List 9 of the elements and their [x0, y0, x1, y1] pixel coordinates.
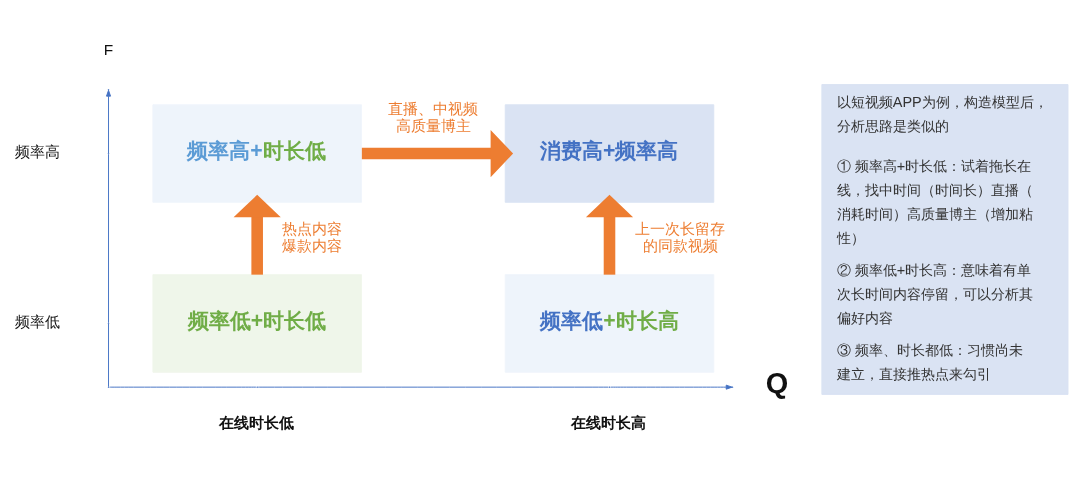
edge-label: 热点内容爆款内容 — [282, 219, 343, 254]
label: 频率高 — [14, 143, 60, 161]
edge-label: 上一次长留存的同款视频 — [635, 219, 726, 254]
label: Q — [765, 367, 789, 400]
label: F — [103, 40, 114, 58]
label: 在线时长高 — [571, 414, 647, 432]
label: 频率低 — [14, 313, 60, 331]
label: 在线时长低 — [219, 414, 295, 432]
edge-label: 直播、中视频高质量博主 — [387, 99, 478, 135]
